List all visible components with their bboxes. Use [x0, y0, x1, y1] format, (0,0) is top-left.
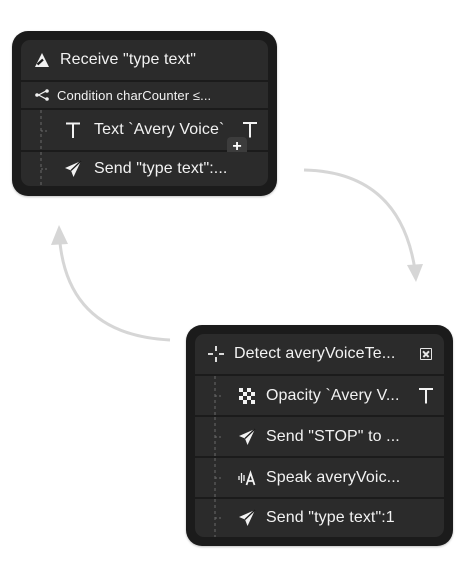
event-panel-receive: Receive "type text" Condition charCounte…	[12, 31, 277, 196]
tree-connector	[213, 458, 223, 497]
branch-icon	[35, 89, 49, 101]
detect-event-header[interactable]: Detect averyVoiceTe...	[195, 334, 444, 374]
action-row-speak[interactable]: Speak averyVoic...	[195, 458, 444, 497]
tree-connector	[213, 376, 223, 415]
send-icon	[64, 160, 82, 178]
action-row-opacity[interactable]: Opacity `Avery V...	[195, 376, 444, 415]
receive-icon	[33, 51, 51, 69]
event-panel-detect: Detect averyVoiceTe... Opacity `Avery V.…	[186, 325, 453, 546]
send-icon	[238, 428, 256, 446]
tree-connector	[213, 417, 223, 456]
action-label: Speak averyVoic...	[266, 468, 401, 486]
receive-event-title: Receive "type text"	[60, 51, 196, 68]
detect-crosshair-icon	[207, 345, 225, 363]
tree-connector	[39, 110, 49, 150]
flow-arrow-up	[51, 225, 171, 342]
text-type-icon	[242, 122, 258, 139]
action-row-send-type[interactable]: Send "type text":1	[195, 499, 444, 537]
action-row-send-stop[interactable]: Send "STOP" to ...	[195, 417, 444, 456]
action-label: Send "type text":...	[94, 160, 228, 177]
action-label: Send "STOP" to ...	[266, 427, 400, 445]
speak-icon	[238, 469, 258, 487]
send-icon	[238, 509, 256, 527]
detect-event-title: Detect averyVoiceTe...	[234, 345, 396, 362]
condition-row[interactable]: Condition charCounter ≤...	[21, 82, 268, 108]
tree-connector	[213, 499, 223, 537]
opacity-checker-icon	[238, 387, 256, 405]
condition-label: Condition charCounter ≤...	[57, 87, 212, 103]
close-icon[interactable]	[420, 348, 432, 360]
text-icon	[64, 121, 82, 139]
action-row-text[interactable]: Text `Avery Voice`	[21, 110, 268, 150]
action-label: Opacity `Avery V...	[266, 386, 400, 404]
action-label: Text `Avery Voice`	[94, 121, 225, 138]
flow-arrow-down	[303, 168, 423, 282]
receive-event-header[interactable]: Receive "type text"	[21, 40, 268, 80]
text-type-icon	[418, 387, 434, 404]
action-row-send[interactable]: Send "type text":...	[21, 152, 268, 186]
action-label: Send "type text":1	[266, 509, 395, 526]
tree-connector	[39, 152, 49, 186]
